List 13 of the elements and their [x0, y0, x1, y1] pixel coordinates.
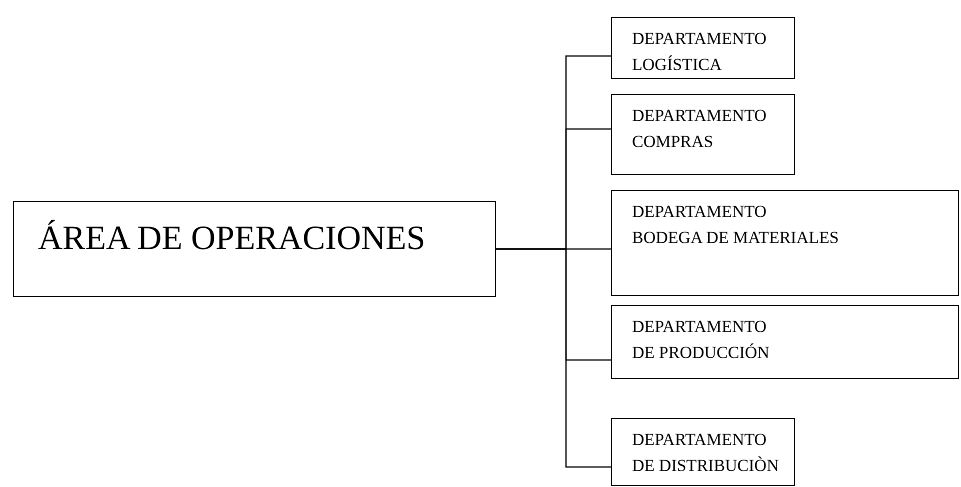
- department-box: [611, 305, 959, 379]
- department-name: DEPARTAMENTO DE PRODUCCIÓN: [632, 316, 770, 364]
- area-title: ÁREA DE OPERACIONES: [38, 218, 426, 259]
- department-box: [611, 17, 795, 79]
- department-name: DEPARTAMENTO BODEGA DE MATERIALES: [632, 201, 840, 249]
- department-name: DEPARTAMENTO LOGÍSTICA: [632, 28, 768, 76]
- department-name: DEPARTAMENTO COMPRAS: [632, 105, 768, 153]
- department-box: [611, 418, 795, 486]
- department-box: [611, 94, 795, 175]
- area-box: [13, 201, 496, 297]
- department-box: [611, 190, 959, 296]
- department-name: DEPARTAMENTO DE DISTRIBUCIÒN: [632, 429, 780, 477]
- connector-line: [496, 248, 611, 468]
